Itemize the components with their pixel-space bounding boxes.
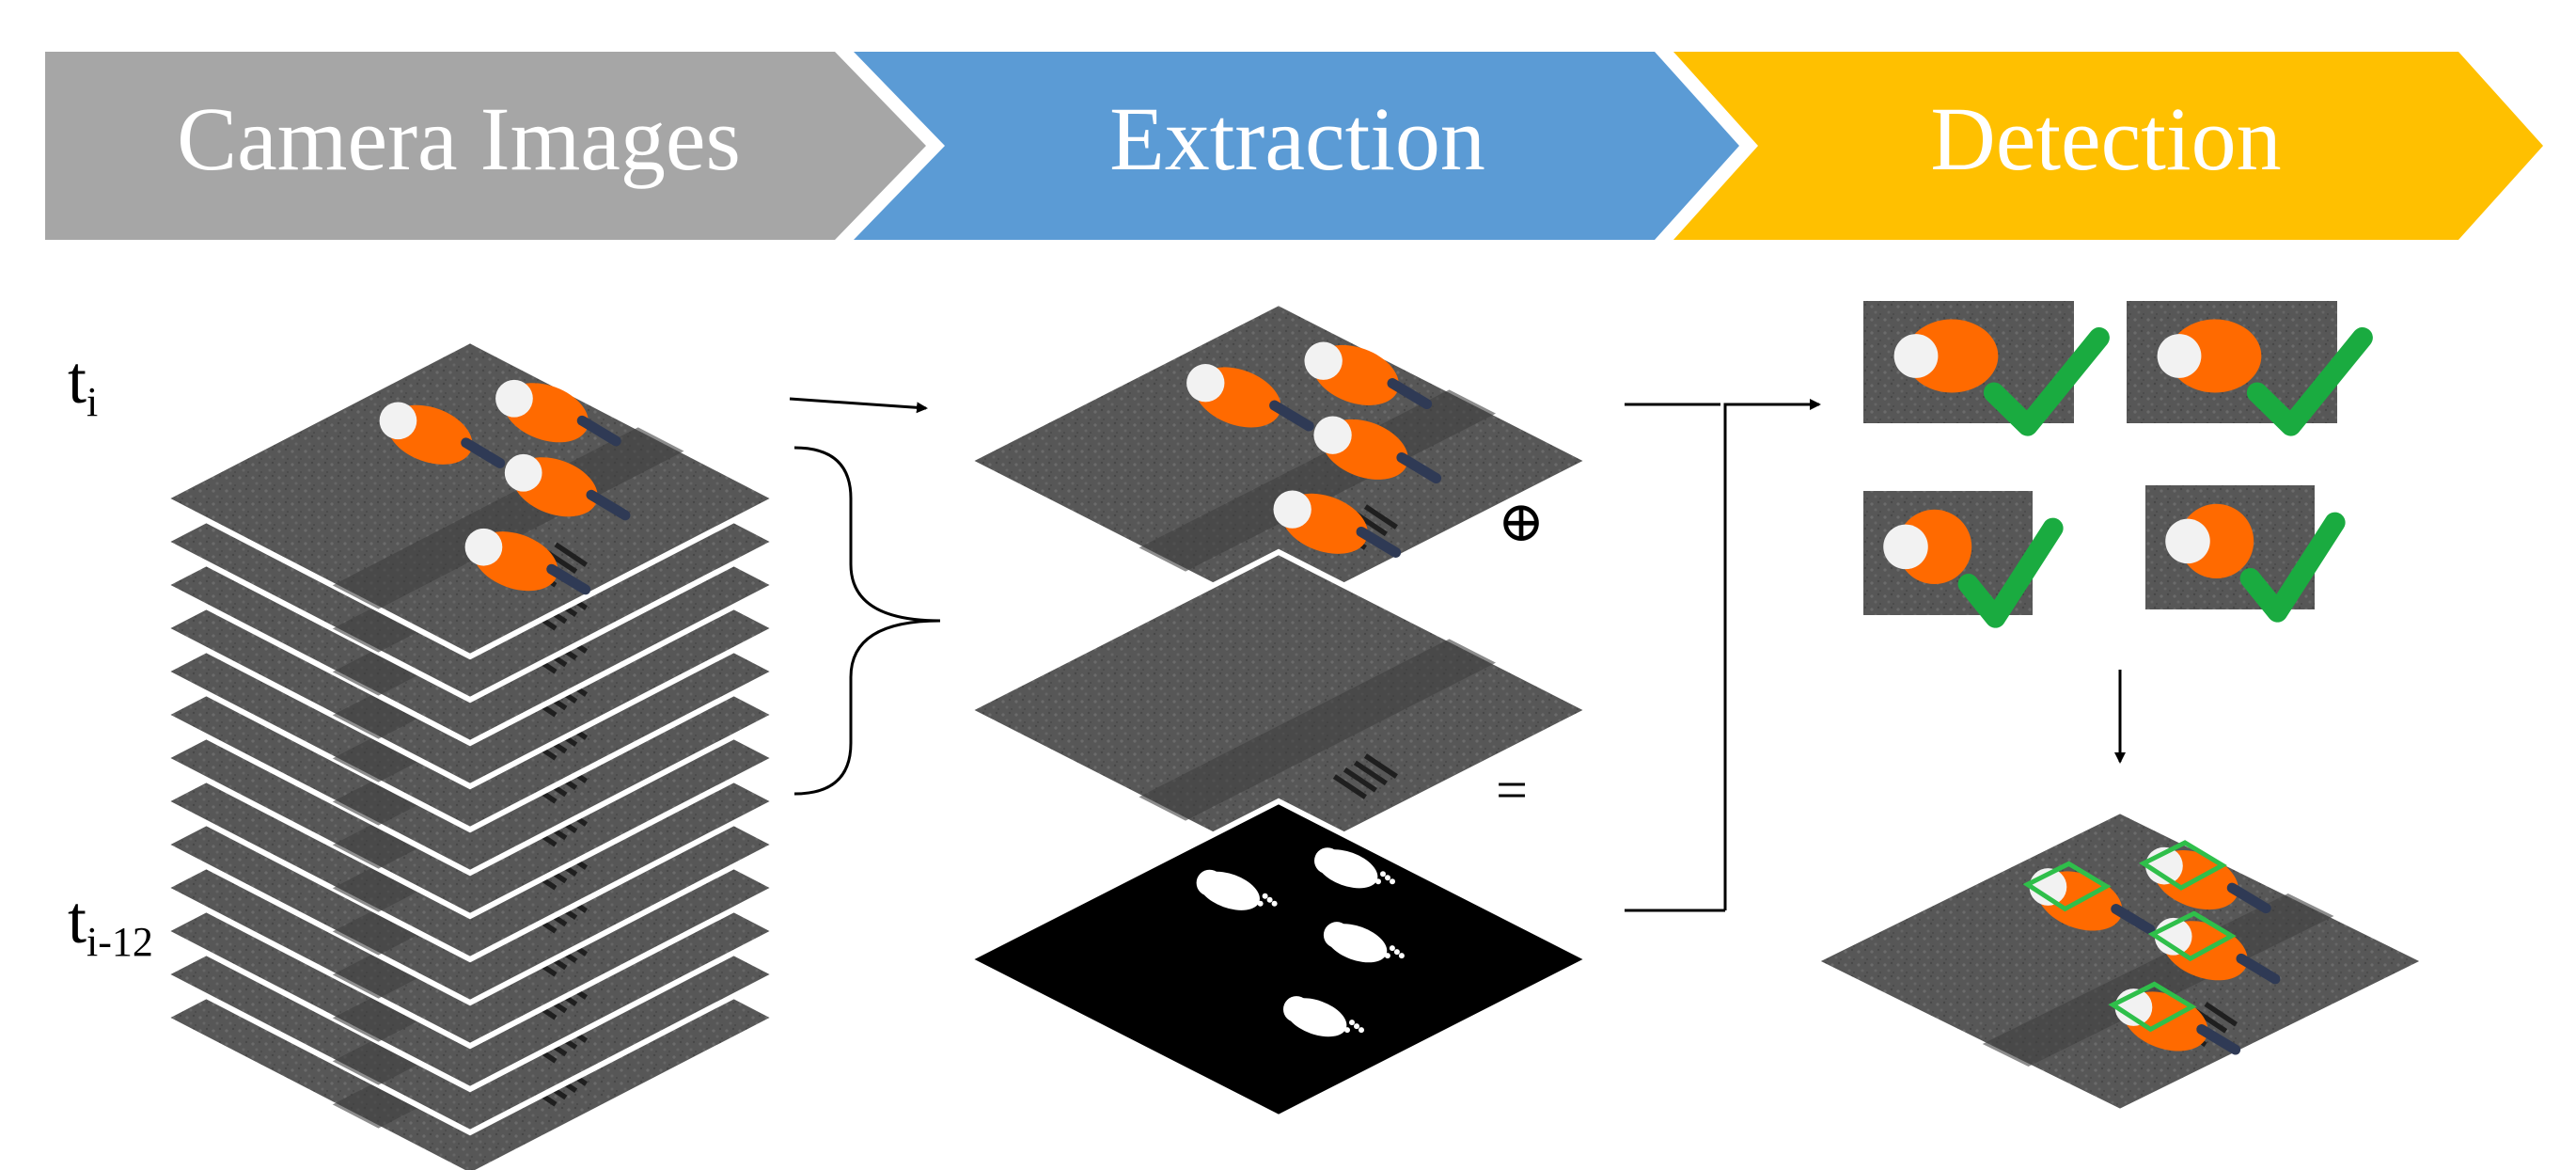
crop-worker-helmet xyxy=(1893,334,1939,378)
time-label-ti-12-sub: i-12 xyxy=(86,919,153,965)
extraction-mask xyxy=(962,798,1595,1121)
worker-legs xyxy=(2111,904,2156,935)
arrow-stack-to-extraction xyxy=(789,397,928,414)
checkmark-icon xyxy=(2239,512,2346,623)
worker-legs xyxy=(2196,1024,2241,1055)
worker-3 xyxy=(504,453,631,521)
crop-worker-vest xyxy=(2168,319,2262,393)
bounding-box-1 xyxy=(2022,861,2112,912)
extraction-panel xyxy=(962,299,1595,1121)
detection-crop-3 xyxy=(1863,491,2064,628)
time-label-ti-12: ti-12 xyxy=(68,882,153,965)
mask-surface xyxy=(962,798,1595,1121)
asphalt-stripe xyxy=(332,427,684,609)
time-label-ti: ti xyxy=(68,342,98,425)
worker-helmet xyxy=(464,528,503,566)
asphalt-surface xyxy=(1808,807,2432,1115)
time-label-ti-12-base: t xyxy=(68,882,86,957)
worker-legs xyxy=(546,563,591,595)
worker-legs xyxy=(1387,378,1433,410)
bounding-box-2 xyxy=(2138,840,2228,891)
detection-crop-4 xyxy=(2145,485,2346,623)
worker-helmet xyxy=(1186,364,1225,403)
asphalt-stripe xyxy=(1139,389,1496,572)
detection-crop-1 xyxy=(1863,301,2110,436)
worker-helmet xyxy=(1304,341,1343,380)
banner-stage-extraction xyxy=(854,52,1739,240)
worker-helmet xyxy=(379,402,417,440)
detection-crop-2 xyxy=(2127,301,2373,436)
banner-stage-detection xyxy=(1673,52,2543,240)
crop-worker-vest xyxy=(1905,319,1999,393)
crop-worker-helmet xyxy=(1883,524,1928,570)
banner-label-detection: Detection xyxy=(1930,88,2281,189)
connector-extraction-to-detection xyxy=(1625,403,1819,912)
worker-2 xyxy=(1304,341,1433,410)
worker-2 xyxy=(495,379,621,447)
worker-legs xyxy=(576,415,621,447)
worker-helmet xyxy=(504,453,542,492)
mask-blob-3 xyxy=(1323,922,1405,963)
camera-image-stack xyxy=(158,337,782,1170)
checkmark-icon xyxy=(1983,327,2110,436)
detection-crops xyxy=(1863,301,2373,628)
banner-stage-camera-images xyxy=(45,52,926,240)
banner-label-camera-images: Camera Images xyxy=(177,88,741,189)
mask-blob-2 xyxy=(1314,847,1395,889)
worker-4 xyxy=(464,528,591,595)
bounding-box-3 xyxy=(2147,910,2237,962)
stack-frame-0 xyxy=(158,337,782,660)
asphalt-surface xyxy=(158,337,782,660)
detection-result xyxy=(1808,807,2432,1115)
worker-helmet xyxy=(1313,416,1352,454)
worker-legs xyxy=(461,437,506,468)
worker-legs xyxy=(2236,953,2281,985)
drain-grate-icon xyxy=(1332,753,1398,799)
worker-legs xyxy=(1269,400,1314,432)
bounding-box-4 xyxy=(2108,981,2197,1033)
worker-1 xyxy=(379,402,506,468)
worker-1 xyxy=(1186,364,1314,432)
worker-helmet xyxy=(495,379,533,418)
worker-legs xyxy=(586,489,631,521)
asphalt-stripe xyxy=(1139,639,1496,821)
oplus-operator: ⊕ xyxy=(1498,491,1545,553)
worker-helmet xyxy=(1273,490,1312,529)
result-frame xyxy=(1808,807,2432,1115)
worker-legs xyxy=(1396,451,1442,483)
worker-4 xyxy=(1273,490,1402,558)
mask-blob-4 xyxy=(1283,996,1364,1037)
time-label-ti-sub: i xyxy=(86,379,98,425)
banner: Camera Images Extraction Detection xyxy=(45,52,2543,240)
equals-operator: = xyxy=(1496,759,1528,821)
worker-legs xyxy=(2226,882,2271,914)
extraction-background xyxy=(962,548,1595,872)
worker-legs xyxy=(1356,526,1402,558)
crop-worker-helmet xyxy=(2157,334,2202,378)
worker-3 xyxy=(1313,416,1442,483)
banner-label-extraction: Extraction xyxy=(1109,88,1485,189)
crop-worker-helmet xyxy=(2165,518,2210,564)
checkmark-icon xyxy=(2246,327,2373,436)
mask-blob-1 xyxy=(1196,869,1278,910)
asphalt-stripe xyxy=(1982,893,2334,1067)
checkmark-icon xyxy=(1957,517,2064,628)
stack-bracket xyxy=(793,446,941,796)
time-label-ti-base: t xyxy=(68,342,86,418)
